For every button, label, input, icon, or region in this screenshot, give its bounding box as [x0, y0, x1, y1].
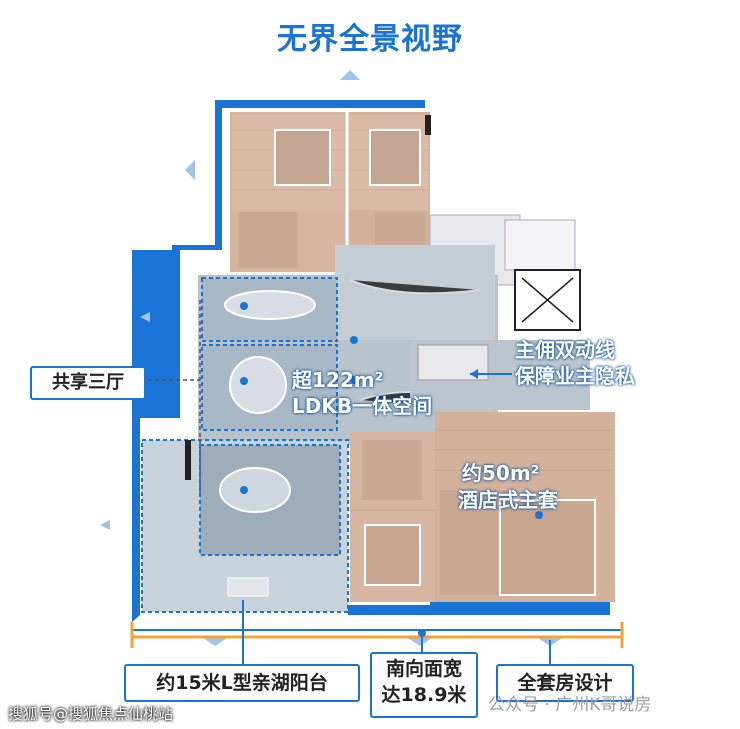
page-title: 无界全景视野 [277, 22, 463, 57]
width-line-1: 南向面宽 [385, 658, 462, 680]
dual-line-label-1: 主佣双动线 [515, 338, 615, 362]
full-suite-callout: 全套房设计 [496, 664, 634, 702]
balcony-callout: 约15米L型亲湖阳台 [124, 664, 360, 702]
ldkb-label-area: 超122m² [292, 368, 384, 392]
watermark-left: 搜狐号@搜狐焦点仙桃站 [8, 705, 174, 723]
watermark-right: 公众号 · 广州K哥说房 [488, 695, 652, 715]
suite-label-text: 酒店式主套 [458, 488, 558, 512]
three-halls-callout: 共享三厅 [30, 366, 146, 400]
dual-line-label-2: 保障业主隐私 [515, 364, 635, 388]
ldkb-label-text: LDKB一体空间 [292, 394, 433, 418]
width-callout: 南向面宽 达18.9米 [370, 652, 478, 718]
suite-label-area: 约50m² [462, 461, 540, 485]
width-line-2: 达18.9米 [381, 684, 467, 706]
